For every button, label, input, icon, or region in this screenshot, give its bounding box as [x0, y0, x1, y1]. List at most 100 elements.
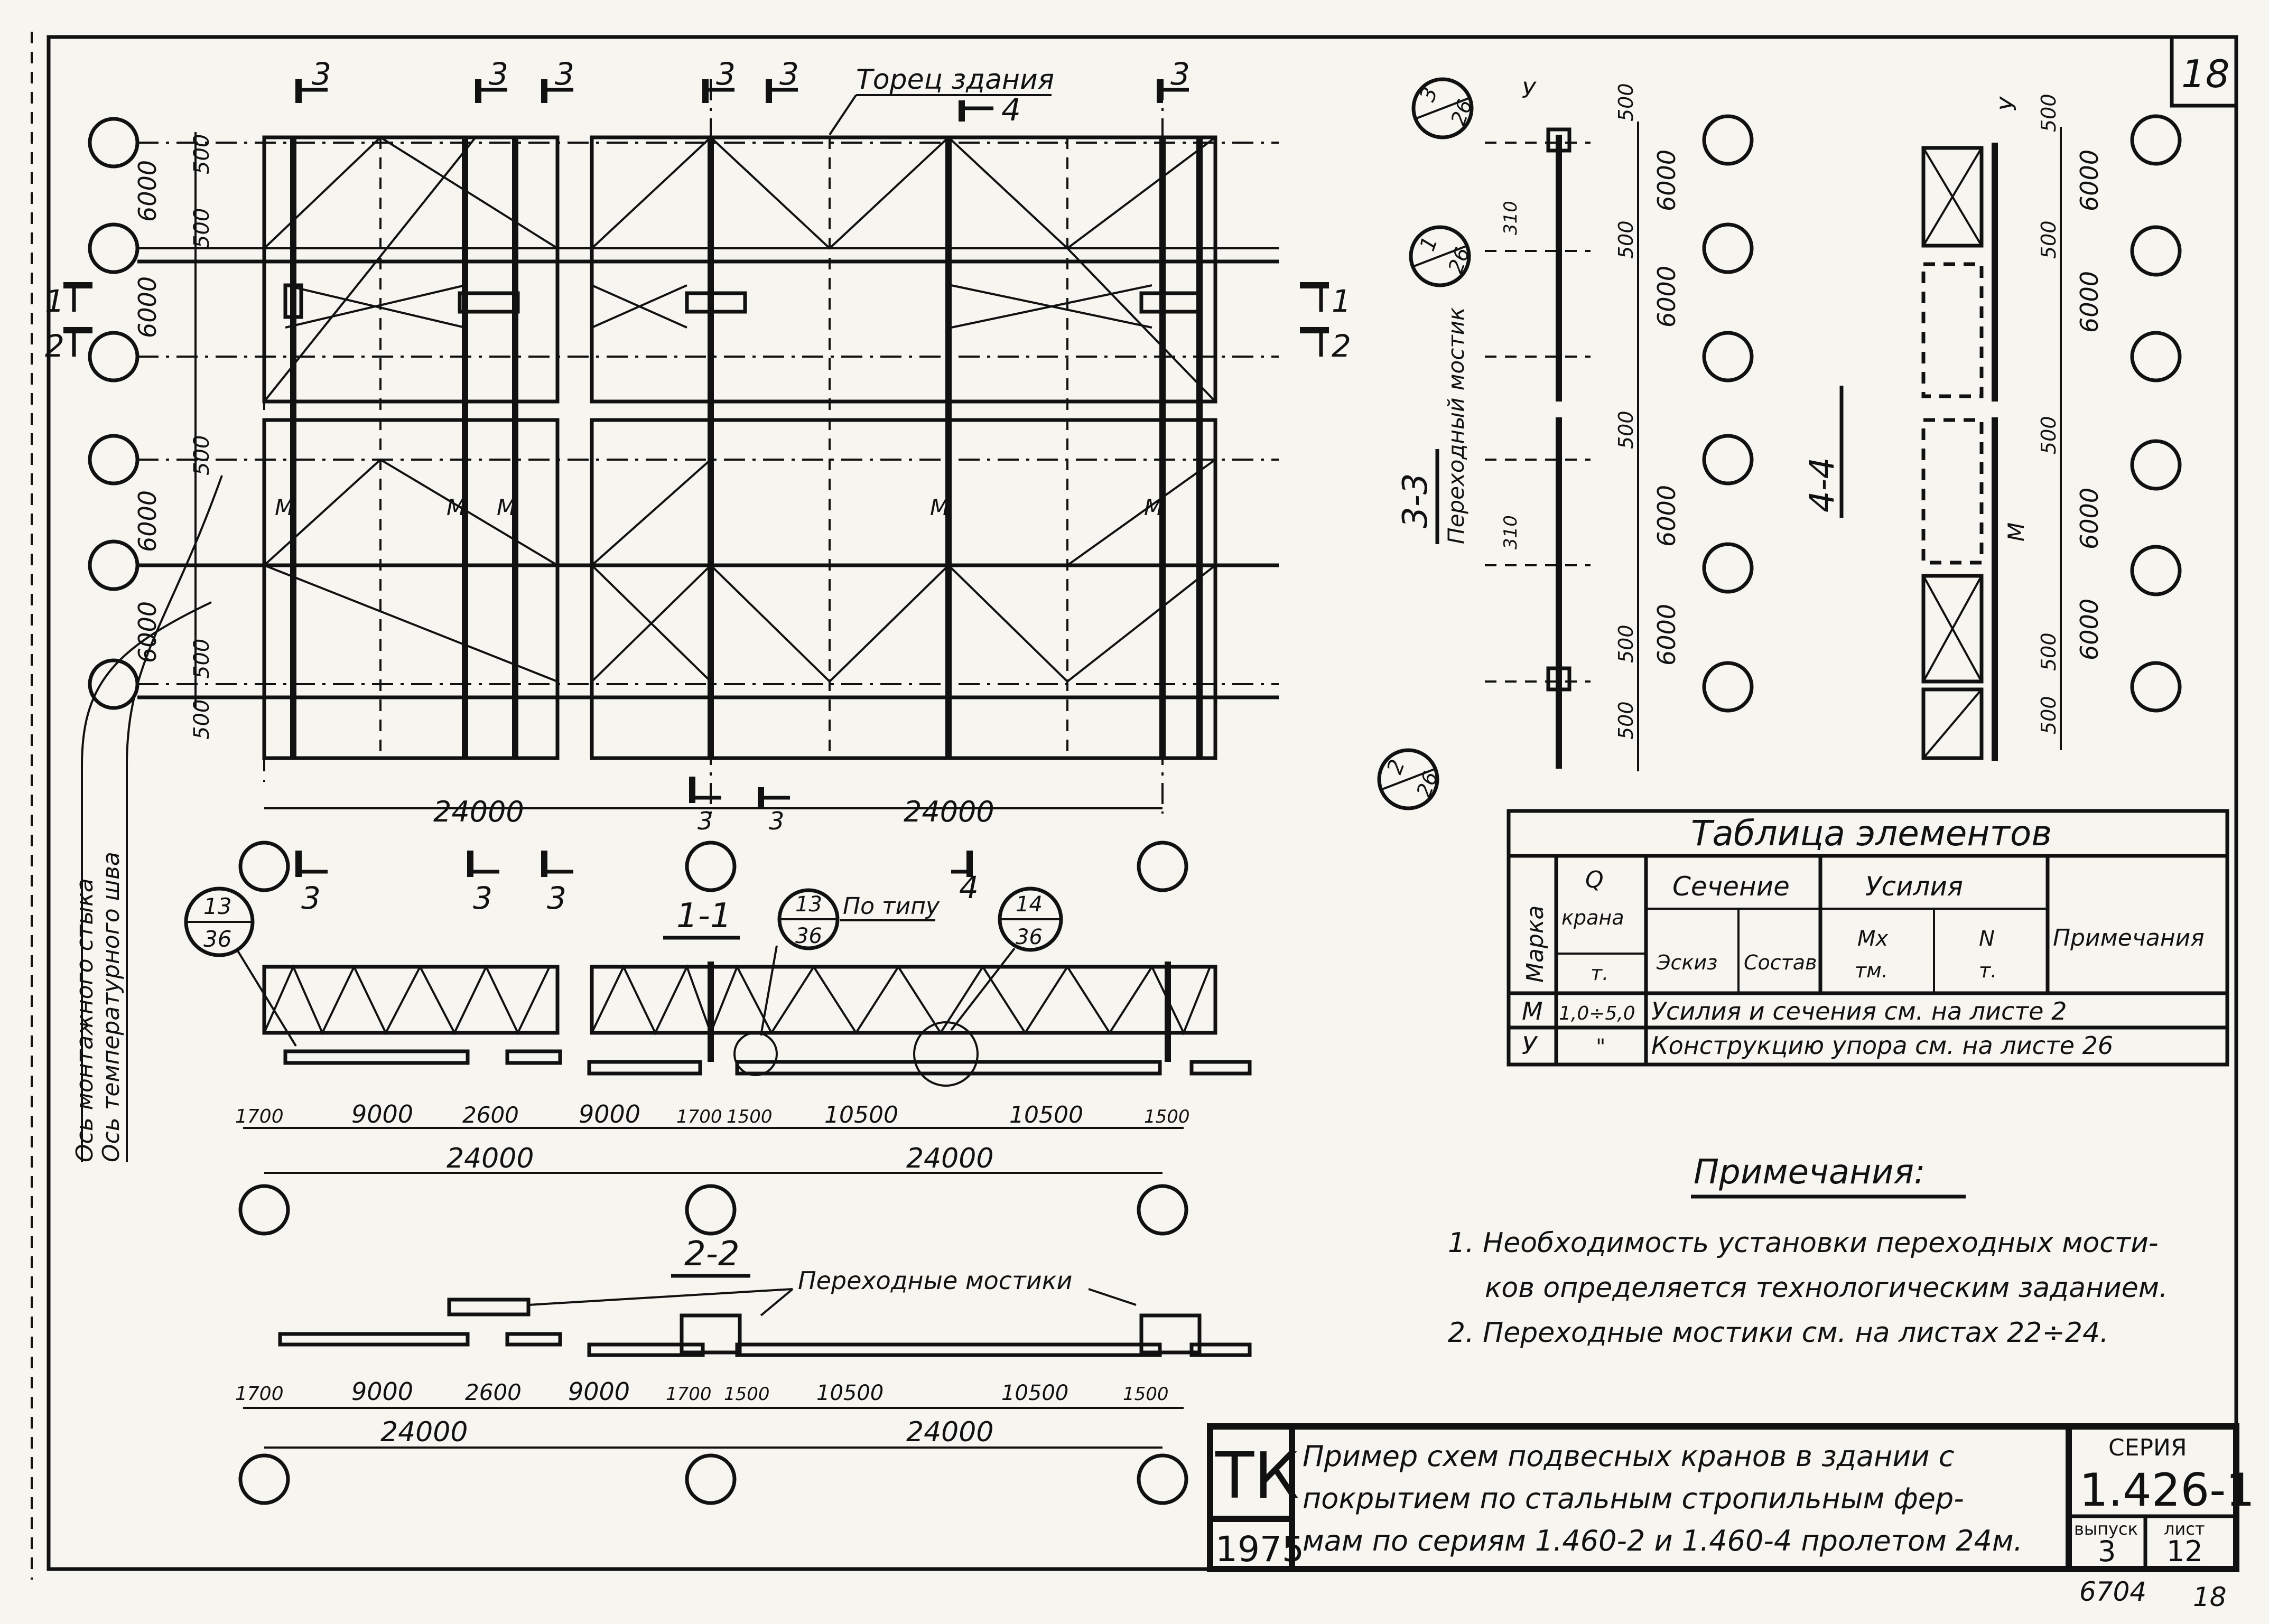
section-title: 1-1 [676, 897, 732, 936]
plan-block-upper-right [590, 135, 1217, 404]
dim-text: 500 [1614, 701, 1638, 740]
dim-text: 9000 [351, 1100, 413, 1128]
col-q-unit: т. [1591, 962, 1608, 985]
dim-text: 310 [1500, 515, 1521, 549]
dim-text: 1500 [1123, 1384, 1169, 1405]
title-block: ТК 1975 Пример схем подвесных кранов в з… [1207, 1423, 2255, 1572]
dim-text: 310 [1500, 201, 1521, 235]
dim-text: 6000 [133, 160, 162, 222]
title-year: 1975 [1215, 1529, 1304, 1570]
axis-circle [1702, 222, 1754, 274]
crane-stop-plate [685, 291, 747, 314]
cut-label: 3 [473, 880, 492, 916]
dim-text: 10500 [824, 1102, 898, 1128]
series-label: СЕРИЯ [2108, 1434, 2187, 1461]
cut-label: 1 [1332, 283, 1351, 319]
span-dim: 24000 [380, 1416, 468, 1448]
dim-text: 500 [190, 208, 214, 248]
issue-label: выпуск [2074, 1519, 2138, 1539]
member-mark: М [1144, 494, 1163, 520]
axis-expansion-joint-label: Ось температурного шва [98, 852, 125, 1162]
bracing-frame [1921, 418, 1984, 565]
dim-text: 500 [190, 699, 214, 740]
bracing [710, 564, 1216, 683]
section-subtitle: Переходный мостик [1443, 307, 1469, 544]
bracing [951, 284, 1152, 329]
span-dim: 24000 [906, 1416, 993, 1448]
axis-circle [238, 841, 290, 892]
section-title: 2-2 [684, 1235, 740, 1274]
axis-circle [88, 539, 140, 591]
leader-line [950, 947, 1016, 1031]
dim-text: 500 [2037, 220, 2060, 259]
cut-label: 3 [555, 56, 574, 92]
series-value: 1.426-1 [2079, 1464, 2255, 1517]
truss-web [263, 964, 551, 1035]
axis-circle [1702, 661, 1754, 713]
bracing [263, 458, 559, 566]
axis-circle [1137, 841, 1188, 892]
axis-circle [238, 1453, 290, 1505]
axis-circle [88, 331, 140, 382]
dim-text: 500 [1614, 410, 1638, 449]
issue-value: 3 [2098, 1535, 2116, 1568]
crane-rail [587, 1060, 702, 1076]
notes-title: Примечания: [1694, 1153, 1926, 1192]
roof-plan: М М М М М 3 3 3 3 3 3 4 Торец здания 1 [45, 56, 1351, 916]
member-mark: М [447, 494, 466, 520]
dim-text: 9000 [568, 1377, 630, 1406]
dim-text: 500 [190, 435, 214, 475]
dim-text: 500 [2037, 632, 2060, 671]
detail-callout [1409, 225, 1471, 287]
sheet-label: лист [2164, 1519, 2205, 1539]
dim-text: 1700 [235, 1106, 284, 1127]
leader-line [237, 950, 297, 1047]
dim-text: 9000 [351, 1377, 413, 1406]
axis-circle [1702, 434, 1754, 486]
notes: Примечания: 1. Необходимость установки п… [1448, 1153, 2168, 1349]
sheet-frame [47, 35, 2238, 1571]
axis-circle [2130, 331, 2182, 382]
bracing [263, 136, 477, 403]
crane-stop-plate [283, 283, 303, 319]
dim-text: 6000 [2075, 271, 2104, 333]
dim-text: 500 [2037, 416, 2060, 454]
col-section: Сечение [1672, 871, 1790, 902]
col-mark: Марка [1522, 906, 1549, 983]
callout-top: 13 [795, 892, 822, 917]
title-desc: покрытием по стальным стропильным фер- [1303, 1482, 1964, 1515]
section-2-2: 2-2 Переходные мостики 1700 9000 2600 90… [235, 1235, 1252, 1505]
col-q: Q [1585, 866, 1604, 893]
callout-top: 2 [1382, 757, 1410, 778]
leader-line [81, 601, 212, 767]
bracing [591, 459, 712, 566]
section-cut-marks-top: 3 3 3 3 3 3 4 [295, 56, 1190, 128]
truss [590, 965, 1217, 1035]
leader-line [760, 1288, 794, 1317]
dim-text: 6000 [1652, 150, 1681, 211]
table-cell-mark: М [1522, 997, 1543, 1025]
span-dim: 24000 [447, 1143, 534, 1174]
facade-label: Торец здания [856, 64, 1054, 96]
crane-rail [735, 1342, 1162, 1357]
corner-sheet-box [2170, 35, 2238, 108]
member-mark: М [275, 494, 294, 520]
bracing [591, 136, 1216, 250]
axis-circle [2130, 661, 2182, 713]
cut-label: 2 [45, 328, 64, 364]
dim-text: 10500 [1001, 1381, 1068, 1405]
callout-top: 1 [1415, 234, 1443, 255]
crane-rail [505, 1332, 562, 1347]
axis-circle [2130, 439, 2182, 491]
dim-text: 1500 [724, 1384, 770, 1405]
bracing [591, 284, 687, 329]
col-q-sub: крана [1561, 906, 1624, 929]
col-mx-unit: тм. [1855, 959, 1888, 982]
bracing [1066, 459, 1216, 566]
axis-circle [88, 222, 140, 274]
crane-rail [278, 1332, 470, 1347]
table-title: Таблица элементов [1691, 813, 2052, 854]
span-dim: 24000 [904, 795, 994, 828]
axis-circle [1702, 542, 1754, 594]
leader-line [1088, 1288, 1137, 1306]
